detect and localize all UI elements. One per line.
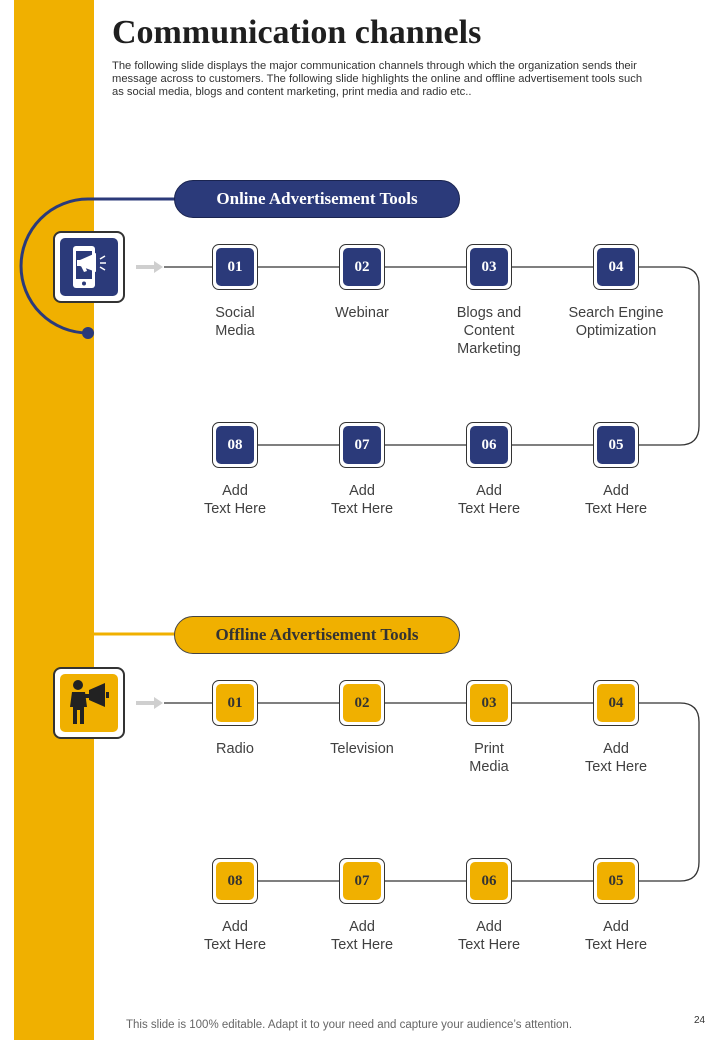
online-step-02: 02 — [339, 244, 385, 290]
online-step-06-label: Add Text Here — [457, 483, 521, 517]
offline-step-07-label: Add Text Here — [330, 919, 394, 953]
step-number: 08 — [216, 426, 254, 464]
step-number: 04 — [597, 248, 635, 286]
step-number: 06 — [470, 426, 508, 464]
phone-megaphone-icon — [73, 246, 106, 288]
online-step-01-label: Social Media — [215, 305, 255, 339]
online-heading-pill: Online Advertisement Tools — [174, 180, 460, 218]
step-number: 05 — [597, 862, 635, 900]
step-number: 08 — [216, 862, 254, 900]
online-arc-dot — [82, 327, 94, 339]
step-number: 03 — [470, 684, 508, 722]
online-arrow-icon — [136, 261, 163, 273]
online-step-08-label: Add Text Here — [203, 483, 267, 517]
step-number: 01 — [216, 248, 254, 286]
person-megaphone-icon — [70, 680, 109, 724]
footer-note: This slide is 100% editable. Adapt it to… — [126, 1019, 573, 1031]
step-number: 07 — [343, 862, 381, 900]
step-number: 01 — [216, 684, 254, 722]
offline-step-03-label: Print Media — [469, 741, 509, 775]
online-tool-icon-box — [53, 231, 125, 303]
step-number: 06 — [470, 862, 508, 900]
offline-heading-pill: Offline Advertisement Tools — [174, 616, 460, 654]
offline-step-04-label: Add Text Here — [584, 741, 648, 775]
offline-step-08: 08 — [212, 858, 258, 904]
online-step-06: 06 — [466, 422, 512, 468]
offline-step-02-label: Television — [330, 741, 394, 757]
offline-step-03: 03 — [466, 680, 512, 726]
online-step-02-label: Webinar — [335, 305, 389, 321]
side-accent-bar — [14, 0, 94, 1040]
online-step-08: 08 — [212, 422, 258, 468]
online-flow-line — [164, 266, 700, 446]
offline-step-05-label: Add Text Here — [584, 919, 648, 953]
online-step-07-label: Add Text Here — [330, 483, 394, 517]
step-number: 05 — [597, 426, 635, 464]
online-step-03-label: Blogs and Content Marketing — [456, 305, 522, 357]
step-number: 02 — [343, 248, 381, 286]
offline-step-02: 02 — [339, 680, 385, 726]
step-number: 03 — [470, 248, 508, 286]
page-title: Communication channels — [112, 14, 482, 51]
online-step-04-label: Search Engine Optimization — [568, 305, 664, 339]
online-arc — [19, 197, 175, 335]
page-subtitle: The following slide displays the major c… — [112, 60, 643, 98]
offline-step-05: 05 — [593, 858, 639, 904]
step-number: 04 — [597, 684, 635, 722]
offline-heading: Offline Advertisement Tools — [215, 625, 419, 644]
step-number: 07 — [343, 426, 381, 464]
online-step-03: 03 — [466, 244, 512, 290]
offline-step-08-label: Add Text Here — [203, 919, 267, 953]
offline-tool-icon-box — [53, 667, 125, 739]
online-heading: Online Advertisement Tools — [216, 189, 418, 208]
online-step-05: 05 — [593, 422, 639, 468]
online-step-05-label: Add Text Here — [584, 483, 648, 517]
offline-step-06-label: Add Text Here — [457, 919, 521, 953]
offline-step-01: 01 — [212, 680, 258, 726]
page-number: 24 — [694, 1015, 706, 1026]
offline-flow-line — [164, 702, 700, 882]
offline-step-01-label: Radio — [216, 741, 254, 757]
online-step-04: 04 — [593, 244, 639, 290]
offline-step-07: 07 — [339, 858, 385, 904]
offline-step-06: 06 — [466, 858, 512, 904]
offline-step-04: 04 — [593, 680, 639, 726]
offline-arrow-icon — [136, 697, 163, 709]
step-number: 02 — [343, 684, 381, 722]
online-step-07: 07 — [339, 422, 385, 468]
online-step-01: 01 — [212, 244, 258, 290]
